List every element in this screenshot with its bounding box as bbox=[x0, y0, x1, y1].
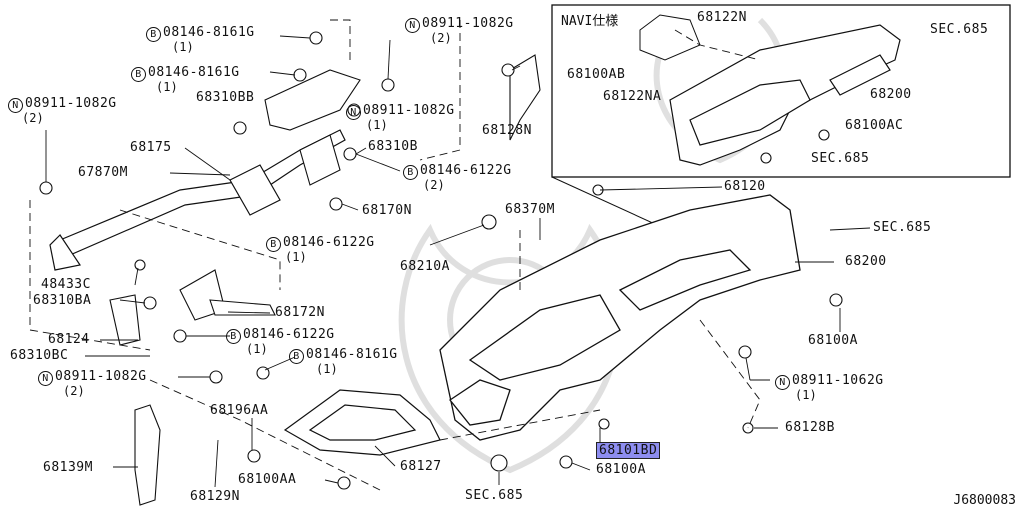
part-number-text: 08146-8161G bbox=[163, 25, 255, 40]
part-label-68172N[interactable]: 68172N bbox=[275, 305, 325, 320]
part-label-68128B[interactable]: 68128B bbox=[785, 420, 835, 435]
diagram-reference-code: J6800083 bbox=[953, 493, 1016, 508]
bracket-68172N bbox=[179, 269, 276, 321]
part-label-68100A-lower[interactable]: 68100A bbox=[596, 462, 646, 477]
part-label-68124[interactable]: 68124 bbox=[48, 332, 90, 347]
quantity-text: (1) bbox=[285, 250, 307, 264]
part-number-text: 08146-8161G bbox=[148, 65, 240, 80]
quantity-text: (2) bbox=[63, 384, 85, 398]
leader-lines bbox=[45, 35, 871, 488]
main-dashboard bbox=[439, 194, 801, 441]
part-number-text: 08911-1082G bbox=[55, 369, 147, 384]
part-label-68196AA[interactable]: 68196AA bbox=[210, 403, 269, 418]
part-label-68310BA[interactable]: 68310BA bbox=[33, 293, 92, 308]
part-label-68127[interactable]: 68127 bbox=[400, 459, 442, 474]
quantity-text: (2) bbox=[22, 111, 44, 125]
bolt-b-icon: B bbox=[403, 165, 418, 180]
part-label-68100AA[interactable]: 68100AA bbox=[238, 472, 297, 487]
part-label-68101BD[interactable]: 68101BD bbox=[596, 442, 661, 459]
quantity-text: (1) bbox=[316, 362, 338, 376]
part-number-text: 08146-6122G bbox=[243, 327, 335, 342]
part-number-text: 08911-1082G bbox=[422, 16, 514, 31]
part-label-68139M[interactable]: 68139M bbox=[43, 460, 93, 475]
part-label-68122NA[interactable]: 68122NA bbox=[603, 89, 662, 104]
bolt-b-icon: B bbox=[131, 67, 146, 82]
quantity-text: (1) bbox=[172, 40, 194, 54]
part-label-67870M[interactable]: 67870M bbox=[78, 165, 128, 180]
quantity-text: (1) bbox=[246, 342, 268, 356]
part-label-68100AB[interactable]: 68100AB bbox=[567, 67, 626, 82]
part-label-68310B[interactable]: 68310B bbox=[368, 139, 418, 154]
part-label-68122N[interactable]: 68122N bbox=[697, 10, 747, 25]
part-label-68100AC[interactable]: 68100AC bbox=[845, 118, 904, 133]
part-label-68310BC[interactable]: 68310BC bbox=[10, 348, 69, 363]
inset-dashboard bbox=[669, 24, 901, 166]
navi-inset-frame bbox=[551, 4, 1011, 178]
bolt-b-icon: B bbox=[266, 237, 281, 252]
section-label-sec685[interactable]: SEC.685 bbox=[930, 22, 989, 37]
part-label-68170N[interactable]: 68170N bbox=[362, 203, 412, 218]
part-number-text: 08911-1062G bbox=[792, 373, 884, 388]
section-label-sec685-main[interactable]: SEC.685 bbox=[873, 220, 932, 235]
inset-title: NAVI仕様 bbox=[561, 14, 619, 29]
highlighted-part-number: 68101BD bbox=[596, 442, 661, 459]
steering-member bbox=[49, 129, 346, 271]
inset-bracket bbox=[639, 14, 701, 61]
part-label-68370M[interactable]: 68370M bbox=[505, 202, 555, 217]
part-label-48433C[interactable]: 48433C bbox=[41, 277, 91, 292]
nut-n-icon: N bbox=[405, 18, 420, 33]
part-number-text: 08146-6122G bbox=[420, 163, 512, 178]
nut-n-icon: N bbox=[8, 98, 23, 113]
lower-panel-68127 bbox=[283, 389, 441, 456]
part-number-text: 08146-6122G bbox=[283, 235, 375, 250]
part-label-68100A[interactable]: 68100A bbox=[808, 333, 858, 348]
nut-n-icon: N bbox=[775, 375, 790, 390]
quantity-text: (1) bbox=[366, 118, 388, 132]
part-label-68210A[interactable]: 68210A bbox=[400, 259, 450, 274]
nut-n-icon: N bbox=[38, 371, 53, 386]
section-label-sec685-lower[interactable]: SEC.685 bbox=[465, 488, 524, 503]
part-label-68200[interactable]: 68200 bbox=[845, 254, 887, 269]
part-label-68310BB[interactable]: 68310BB bbox=[196, 90, 255, 105]
part-label-68129N[interactable]: 68129N bbox=[190, 489, 240, 504]
part-label-68128N[interactable]: 68128N bbox=[482, 123, 532, 138]
quantity-text: (1) bbox=[156, 80, 178, 94]
quantity-text: (2) bbox=[430, 31, 452, 45]
quantity-text: (2) bbox=[423, 178, 445, 192]
part-label-68120[interactable]: 68120 bbox=[724, 179, 766, 194]
upper-brackets bbox=[264, 54, 541, 186]
quantity-text: (1) bbox=[795, 388, 817, 402]
part-number-text: 08911-1082G bbox=[25, 96, 117, 111]
bolt-b-icon: B bbox=[226, 329, 241, 344]
bolt-b-icon: B bbox=[289, 349, 304, 364]
part-label-68200-inset[interactable]: 68200 bbox=[870, 87, 912, 102]
part-label-68175[interactable]: 68175 bbox=[130, 140, 172, 155]
section-label-sec685-inset[interactable]: SEC.685 bbox=[811, 151, 870, 166]
bolt-b-icon: B bbox=[146, 27, 161, 42]
dashed-assembly-lines bbox=[29, 19, 761, 491]
bracket-68139M bbox=[109, 294, 161, 506]
nut-n-icon: N bbox=[346, 105, 361, 120]
part-number-text: 08146-8161G bbox=[306, 347, 398, 362]
part-number-text: 08911-1082G bbox=[363, 103, 455, 118]
